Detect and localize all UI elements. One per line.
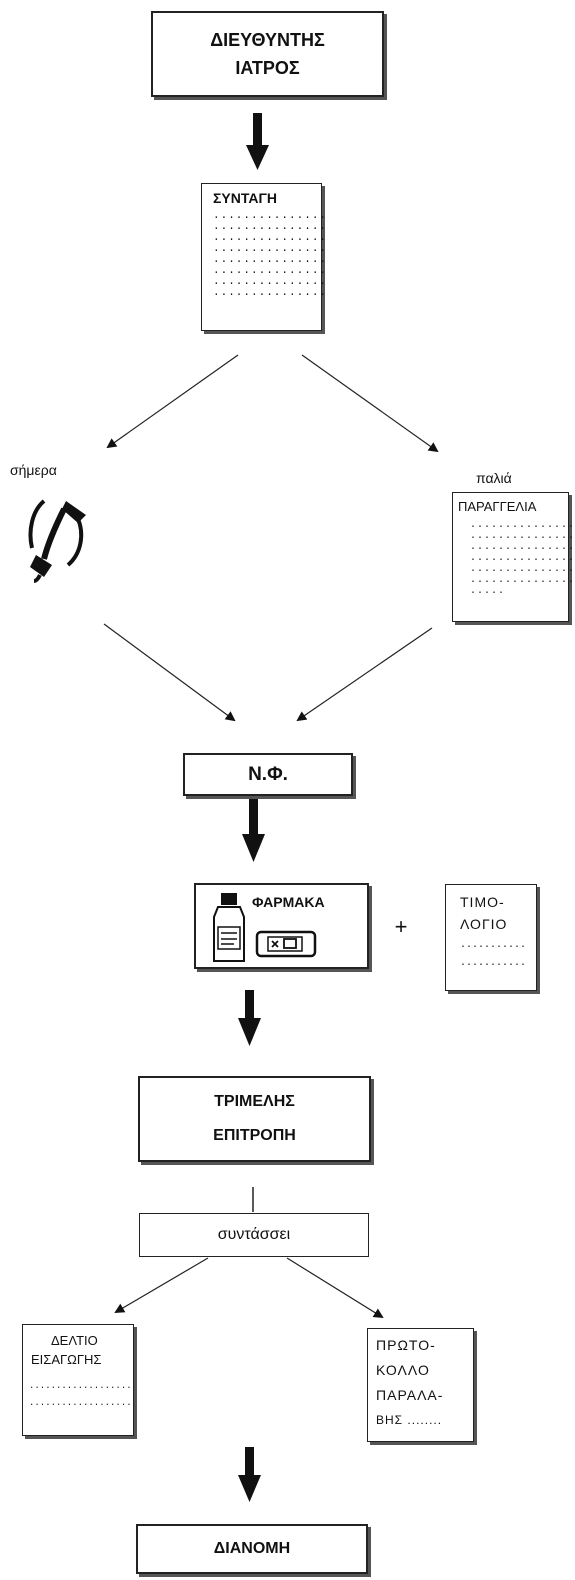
medicines-box: ΦΑΡΜΑΚΑ	[194, 883, 369, 969]
committee-box: ΤΡΙΜΕΛΗΣ ΕΠΙΤΡΟΠΗ	[138, 1076, 371, 1162]
hospital-pharmacy-label: Ν.Φ.	[248, 763, 288, 785]
arrow-today-to-np	[103, 623, 236, 722]
invoice-dots1: ...........	[460, 940, 527, 951]
prescription-dots: ............... ............... ........…	[213, 210, 328, 299]
distribution-label: ΔΙΑΝΟΜΗ	[213, 1540, 291, 1557]
prescription-document: ΣΥΝΤΑΓΗ ............... ............... …	[201, 183, 328, 331]
committee-line2: ΕΠΙΤΡΟΠΗ	[213, 1127, 296, 1144]
receipt-protocol-line3: ΠΑΡΑΛΑ-	[376, 1387, 444, 1403]
order-document: ΠΑΡΑΓΓΕΛΙΑ ............... .............…	[452, 492, 575, 622]
arrow-prescription-to-old	[301, 354, 439, 453]
block-arrow-1	[246, 113, 269, 170]
order-title: ΠΑΡΑΓΓΕΛΙΑ	[458, 499, 537, 514]
old-label: παλιά	[476, 470, 512, 486]
arrow-compiles-to-protocol	[286, 1257, 384, 1319]
medicines-label: ΦΑΡΜΑΚΑ	[252, 894, 325, 910]
director-line1: ΔΙΕΥΘΥΝΤΗΣ	[210, 30, 325, 50]
entry-slip-dots2: ...................	[29, 1398, 132, 1408]
order-dots: ............... ............... ........…	[470, 520, 575, 597]
arrow-compiles-to-entry-slip	[114, 1257, 209, 1314]
distribution-box: ΔΙΑΝΟΜΗ	[136, 1524, 368, 1574]
entry-slip-line2: ΕΙΣΑΓΩΓΗΣ	[31, 1352, 102, 1367]
receipt-protocol-document: ΠΡΩΤΟ- ΚΟΛΛΟ ΠΑΡΑΛΑ- ΒΗΣ ........	[367, 1328, 474, 1442]
entry-slip-dots1: ...................	[29, 1381, 132, 1391]
compiles-box: συντάσσει	[139, 1213, 369, 1257]
director-box: ΔΙΕΥΘΥΝΤΗΣ ΙΑΤΡΟΣ	[151, 11, 384, 97]
receipt-protocol-line4: ΒΗΣ ........	[376, 1413, 443, 1427]
plus-sign: +	[395, 914, 408, 939]
compiles-label: συντάσσει	[217, 1226, 291, 1243]
arrow-prescription-to-today	[106, 354, 239, 449]
invoice-document: ΤΙΜΟ- ΛΟΓΙΟ ........... ...........	[445, 884, 537, 991]
prescription-title: ΣΥΝΤΑΓΗ	[213, 190, 277, 206]
block-arrow-4	[238, 1447, 261, 1502]
invoice-line2: ΛΟΓΙΟ	[460, 916, 508, 932]
block-arrow-3	[238, 990, 261, 1046]
today-label: σήμερα	[10, 462, 57, 478]
receipt-protocol-line1: ΠΡΩΤΟ-	[376, 1337, 436, 1353]
medicine-bottle-icon	[213, 893, 245, 962]
invoice-dots2: ...........	[460, 958, 527, 969]
committee-line1: ΤΡΙΜΕΛΗΣ	[214, 1093, 295, 1110]
invoice-line1: ΤΙΜΟ-	[460, 894, 505, 910]
director-line2: ΙΑΤΡΟΣ	[235, 58, 300, 78]
pill-box-icon	[255, 930, 317, 958]
hospital-pharmacy-box: Ν.Φ.	[183, 753, 353, 796]
receipt-protocol-line2: ΚΟΛΛΟ	[376, 1362, 430, 1378]
arrow-old-to-np	[296, 627, 433, 722]
entry-slip-line1: ΔΕΛΤΙΟ	[51, 1333, 98, 1348]
block-arrow-2	[242, 798, 265, 862]
telephone-icon	[28, 499, 86, 583]
entry-slip-document: ΔΕΛΤΙΟ ΕΙΣΑΓΩΓΗΣ ................... ...…	[22, 1324, 134, 1436]
